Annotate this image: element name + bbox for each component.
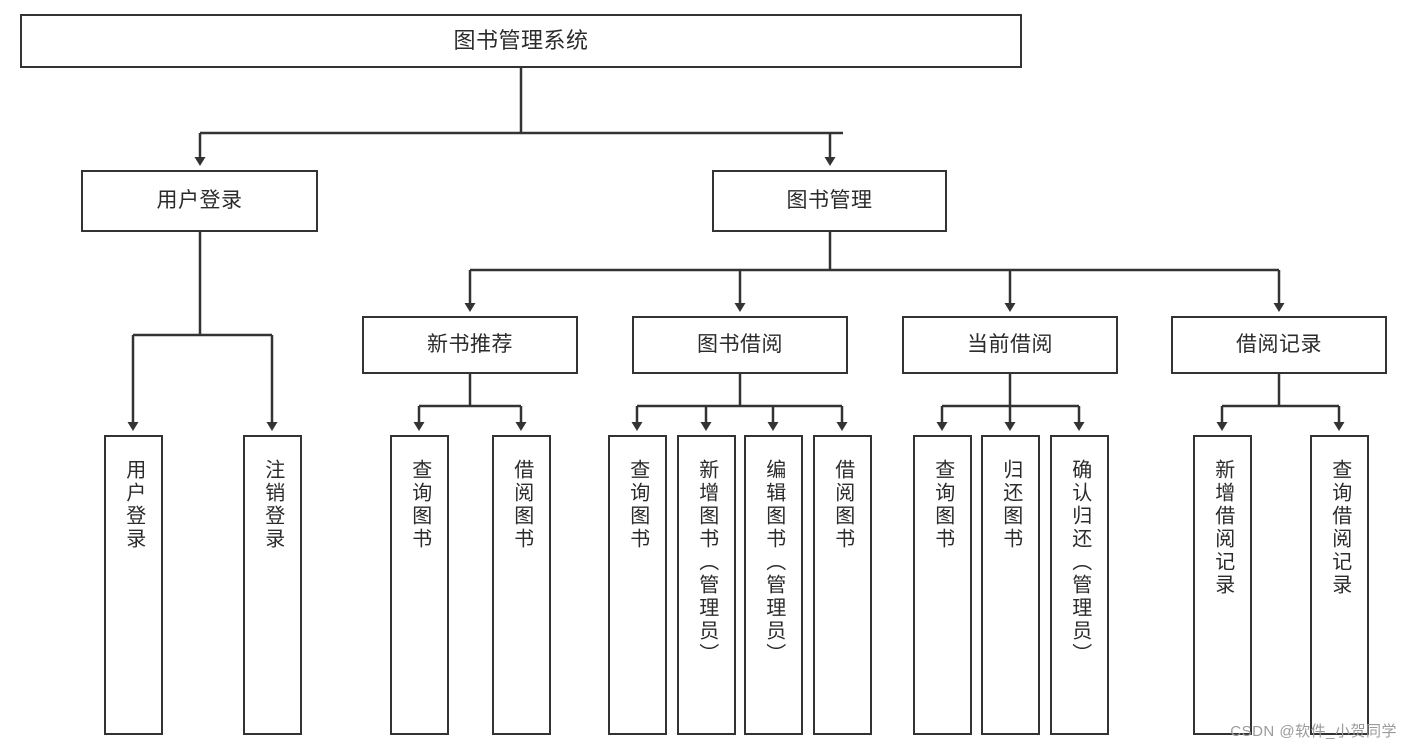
leaf-user-login-login[interactable]: 用户登录 bbox=[104, 435, 163, 735]
node-label: 确认归还（管理员） bbox=[1068, 459, 1091, 666]
leaf-new-book-query-books[interactable]: 查询图书 bbox=[390, 435, 449, 735]
node-label: 查询图书 bbox=[626, 459, 649, 551]
leaf-borrow-record-query-record[interactable]: 查询借阅记录 bbox=[1310, 435, 1369, 735]
leaf-book-borrow-borrow-books[interactable]: 借阅图书 bbox=[813, 435, 872, 735]
node-label: 当前借阅 bbox=[967, 333, 1053, 357]
leaf-user-login-logout[interactable]: 注销登录 bbox=[243, 435, 302, 735]
leaf-new-book-borrow-books[interactable]: 借阅图书 bbox=[492, 435, 551, 735]
node-new-book-recommend[interactable]: 新书推荐 bbox=[362, 316, 578, 374]
node-label: 用户登录 bbox=[122, 459, 145, 551]
node-label: 新增借阅记录 bbox=[1211, 459, 1234, 597]
node-root-book-management-system[interactable]: 图书管理系统 bbox=[20, 14, 1022, 68]
node-label: 用户登录 bbox=[156, 189, 243, 213]
node-label: 借阅记录 bbox=[1236, 333, 1322, 357]
csdn-watermark: CSDN @软件_小贺同学 bbox=[1230, 723, 1397, 740]
node-label: 借阅图书 bbox=[510, 459, 533, 551]
node-label: 借阅图书 bbox=[831, 459, 854, 551]
node-label: 归还图书 bbox=[999, 459, 1022, 551]
node-label: 图书管理 bbox=[786, 189, 873, 213]
node-book-borrow[interactable]: 图书借阅 bbox=[632, 316, 848, 374]
leaf-book-borrow-edit-book-admin[interactable]: 编辑图书（管理员） bbox=[744, 435, 803, 735]
leaf-current-borrow-confirm-return-admin[interactable]: 确认归还（管理员） bbox=[1050, 435, 1109, 735]
leaf-borrow-record-add-record[interactable]: 新增借阅记录 bbox=[1193, 435, 1252, 735]
leaf-book-borrow-query-books[interactable]: 查询图书 bbox=[608, 435, 667, 735]
node-book-management[interactable]: 图书管理 bbox=[712, 170, 947, 232]
node-label: 图书借阅 bbox=[697, 333, 783, 357]
node-label: 新增图书（管理员） bbox=[695, 459, 718, 666]
node-label: 编辑图书（管理员） bbox=[762, 459, 785, 666]
leaf-book-borrow-add-book-admin[interactable]: 新增图书（管理员） bbox=[677, 435, 736, 735]
node-label: 图书管理系统 bbox=[453, 27, 589, 53]
node-user-login[interactable]: 用户登录 bbox=[81, 170, 318, 232]
leaf-current-borrow-query-books[interactable]: 查询图书 bbox=[913, 435, 972, 735]
node-borrow-record[interactable]: 借阅记录 bbox=[1171, 316, 1387, 374]
node-label: 查询图书 bbox=[408, 459, 431, 551]
leaf-current-borrow-return-books[interactable]: 归还图书 bbox=[981, 435, 1040, 735]
node-label: 查询图书 bbox=[931, 459, 954, 551]
node-label: 查询借阅记录 bbox=[1328, 459, 1351, 597]
node-current-borrow[interactable]: 当前借阅 bbox=[902, 316, 1118, 374]
node-label: 注销登录 bbox=[261, 459, 284, 551]
node-label: 新书推荐 bbox=[427, 333, 513, 357]
